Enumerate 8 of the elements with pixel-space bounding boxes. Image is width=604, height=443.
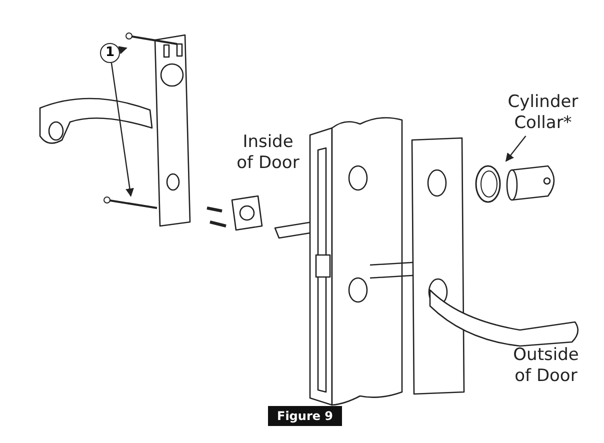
callout-number: 1 xyxy=(100,43,120,63)
callout-label: Cylinder Collar* xyxy=(500,92,586,136)
side-label: Outside of Door xyxy=(512,345,580,387)
figure-caption: Figure 9 xyxy=(268,406,342,426)
leader-arrow xyxy=(110,62,134,197)
side-label: Inside of Door xyxy=(236,132,300,174)
leader-arrow xyxy=(118,46,128,54)
leader-arrow xyxy=(505,136,526,162)
